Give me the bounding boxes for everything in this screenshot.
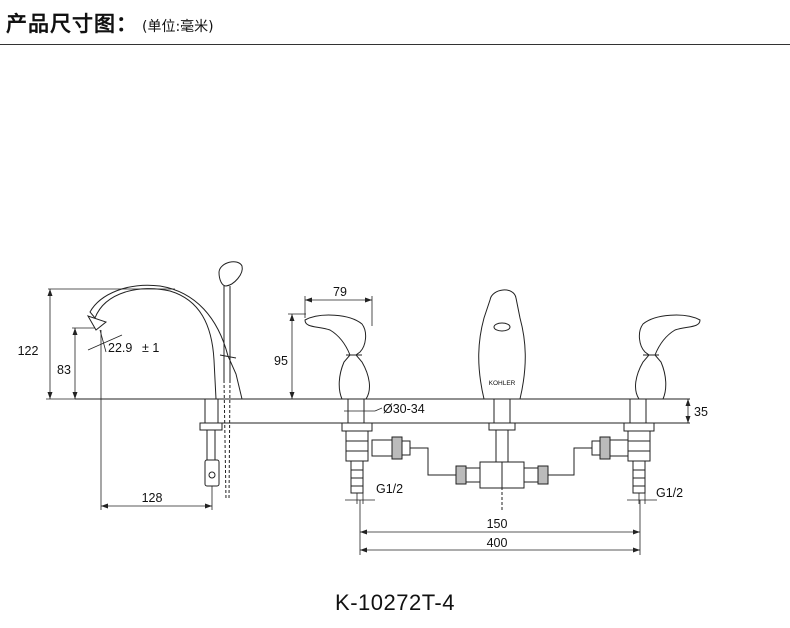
dim-spout-height: 83	[57, 363, 71, 377]
dim-handle-height: 95	[274, 354, 288, 368]
dim-thread-left: G1/2	[376, 482, 403, 496]
unit-note: (单位:毫米)	[142, 19, 214, 35]
page-title: 产品尺寸图：	[6, 12, 138, 36]
dimension-lines	[46, 288, 689, 555]
dim-spout-angle: 22.9	[108, 341, 132, 355]
dim-angle-tolerance: ± 1	[142, 341, 159, 355]
dim-center-max: 400	[487, 536, 508, 550]
left-handle	[304, 314, 373, 494]
lift-rod	[218, 261, 243, 501]
connection-hoses	[371, 436, 629, 489]
header-divider	[0, 44, 790, 45]
arrowheads	[47, 289, 691, 553]
dim-deck-thickness: 35	[694, 405, 708, 419]
dim-spout-reach: 128	[142, 491, 163, 505]
model-number: K-10272T-4	[335, 590, 455, 615]
dim-center-min: 150	[487, 517, 508, 531]
spout-side-view	[86, 284, 243, 487]
dim-total-height: 122	[18, 344, 39, 358]
header: 产品尺寸图： (单位:毫米)	[6, 8, 214, 38]
dim-handle-width: 79	[333, 285, 347, 299]
dim-thread-right: G1/2	[656, 486, 683, 500]
dim-hole-diameter: Ø30-34	[383, 402, 425, 416]
dimension-labels: 122 83 22.9 ± 1 128 79 95 Ø30-34 35 G1/2…	[18, 285, 708, 550]
brand-label: KOHLER	[489, 380, 516, 387]
